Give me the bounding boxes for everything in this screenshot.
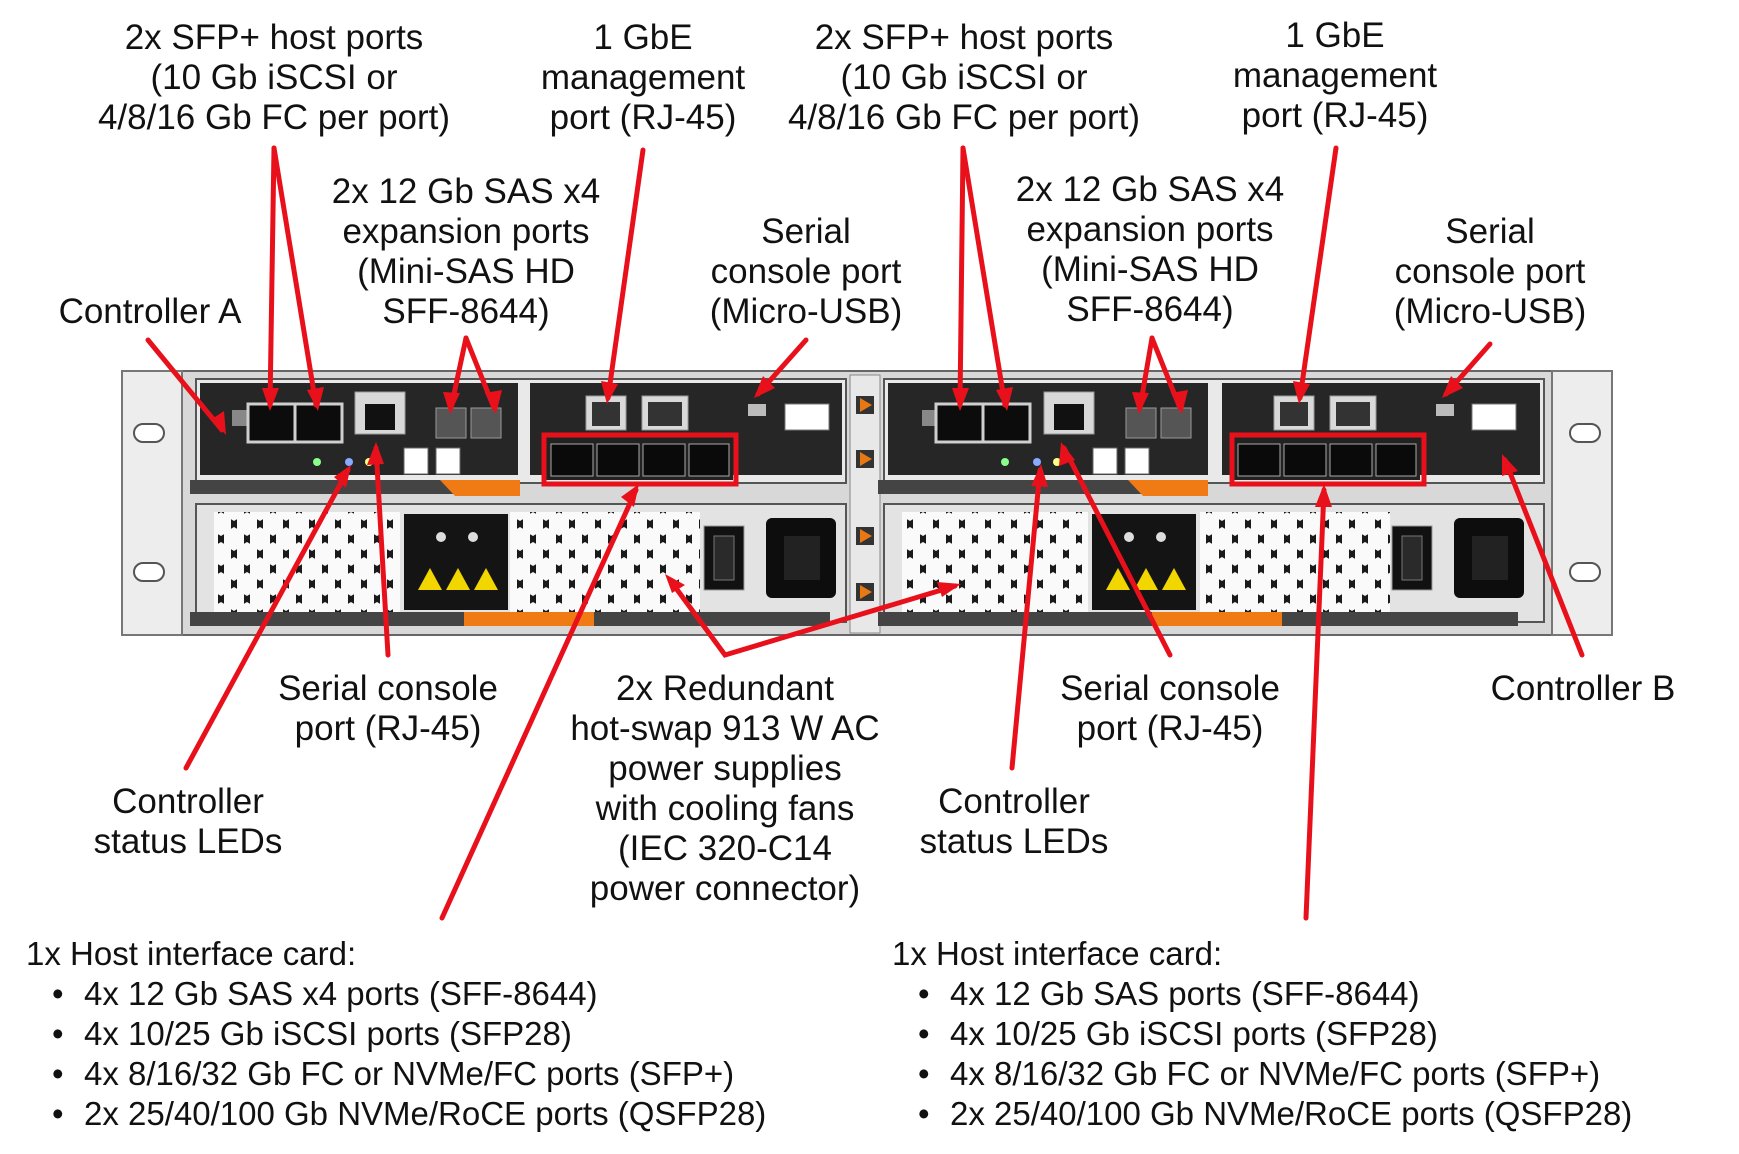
- list-item: 4x 10/25 Gb iSCSI ports (SFP28): [52, 1014, 856, 1054]
- list-item: 4x 12 Gb SAS x4 ports (SFF-8644): [52, 974, 856, 1014]
- label-line: 4/8/16 Gb FC per port): [787, 98, 1141, 137]
- gbe-management-port-left-label: 1 GbE management port (RJ-45): [528, 18, 758, 138]
- list-item: 4x 12 Gb SAS ports (SFF-8644): [918, 974, 1732, 1014]
- label-line: 4/8/16 Gb FC per port): [97, 98, 451, 137]
- list-item: 2x 25/40/100 Gb NVMe/RoCE ports (QSFP28): [918, 1094, 1732, 1134]
- callout-lines: [145, 145, 1585, 921]
- label-line: SFF-8644): [382, 292, 550, 331]
- label-line: (Mini-SAS HD: [357, 252, 575, 291]
- label-line: Controller B: [1490, 669, 1676, 708]
- label-line: Serial console: [1060, 669, 1280, 708]
- list-item: 4x 10/25 Gb iSCSI ports (SFP28): [918, 1014, 1732, 1054]
- controller-b-module: [878, 378, 1545, 496]
- serial-console-rj45-right-label: Serial console port (RJ-45): [1050, 669, 1290, 749]
- label-line: 2x SFP+ host ports: [124, 18, 424, 57]
- list-item: 2x 25/40/100 Gb NVMe/RoCE ports (QSFP28): [52, 1094, 856, 1134]
- list-item: 4x 8/16/32 Gb FC or NVMe/FC ports (SFP+): [918, 1054, 1732, 1094]
- host-card-title: 1x Host interface card:: [26, 935, 357, 972]
- label-line: 2x 12 Gb SAS x4: [1015, 170, 1285, 209]
- label-line: port (RJ-45): [549, 98, 737, 137]
- controller-a-module: [190, 378, 847, 496]
- host-card-options: 4x 12 Gb SAS x4 ports (SFF-8644) 4x 10/2…: [26, 974, 856, 1134]
- serial-console-rj45-left-label: Serial console port (RJ-45): [268, 669, 508, 749]
- label-line: 2x 12 Gb SAS x4: [331, 172, 601, 211]
- label-line: (10 Gb iSCSI or: [150, 58, 398, 97]
- label-line: status LEDs: [93, 822, 283, 861]
- sas-expansion-ports-right-label: 2x 12 Gb SAS x4 expansion ports (Mini-SA…: [1000, 170, 1300, 330]
- list-item: 4x 8/16/32 Gb FC or NVMe/FC ports (SFP+): [52, 1054, 856, 1094]
- label-line: SFF-8644): [1066, 290, 1234, 329]
- controller-a-label: Controller A: [50, 292, 250, 332]
- label-line: power connector): [589, 869, 861, 908]
- label-line: Controller A: [58, 292, 242, 331]
- host-interface-card-left: 1x Host interface card: 4x 12 Gb SAS x4 …: [26, 934, 856, 1134]
- label-line: (Micro-USB): [709, 292, 903, 331]
- host-interface-card-right: 1x Host interface card: 4x 12 Gb SAS por…: [892, 934, 1732, 1134]
- controller-status-leds-left-label: Controller status LEDs: [78, 782, 298, 862]
- label-line: console port: [1394, 252, 1586, 291]
- power-supplies-label: 2x Redundant hot-swap 913 W AC power sup…: [560, 669, 890, 909]
- callout-arrowheads: [212, 376, 1518, 597]
- label-line: Serial: [761, 212, 851, 251]
- label-line: (Mini-SAS HD: [1041, 250, 1259, 289]
- label-line: Controller: [938, 782, 1090, 821]
- label-line: Serial console: [278, 669, 498, 708]
- label-line: (IEC 320-C14: [618, 829, 832, 868]
- micro-usb-console-right-label: Serial console port (Micro-USB): [1370, 212, 1610, 332]
- label-line: Serial: [1445, 212, 1535, 251]
- label-line: hot-swap 913 W AC: [570, 709, 880, 748]
- label-line: port (RJ-45): [1076, 709, 1264, 748]
- label-line: status LEDs: [919, 822, 1109, 861]
- host-card-title: 1x Host interface card:: [892, 935, 1223, 972]
- label-line: power supplies: [608, 749, 842, 788]
- controller-b-label: Controller B: [1478, 669, 1688, 709]
- label-line: 2x SFP+ host ports: [814, 18, 1114, 57]
- label-line: (Micro-USB): [1393, 292, 1587, 331]
- label-line: port (RJ-45): [294, 709, 482, 748]
- label-line: Controller: [112, 782, 264, 821]
- power-supply-b: [878, 503, 1545, 626]
- label-line: expansion ports: [342, 212, 590, 251]
- label-line: port (RJ-45): [1241, 96, 1429, 135]
- controller-status-leds-right-label: Controller status LEDs: [904, 782, 1124, 862]
- sfp-host-ports-right-label: 2x SFP+ host ports (10 Gb iSCSI or 4/8/1…: [774, 18, 1154, 138]
- label-line: 1 GbE: [593, 18, 693, 57]
- label-line: 2x Redundant: [616, 669, 834, 708]
- sas-expansion-ports-left-label: 2x 12 Gb SAS x4 expansion ports (Mini-SA…: [316, 172, 616, 332]
- label-line: with cooling fans: [595, 789, 855, 828]
- host-card-options: 4x 12 Gb SAS ports (SFF-8644) 4x 10/25 G…: [892, 974, 1732, 1134]
- label-line: console port: [710, 252, 902, 291]
- label-line: management: [540, 58, 746, 97]
- gbe-management-port-right-label: 1 GbE management port (RJ-45): [1220, 16, 1450, 136]
- micro-usb-console-left-label: Serial console port (Micro-USB): [686, 212, 926, 332]
- label-line: 1 GbE: [1285, 16, 1385, 55]
- sfp-host-ports-left-label: 2x SFP+ host ports (10 Gb iSCSI or 4/8/1…: [84, 18, 464, 138]
- power-supply-a: [190, 503, 847, 626]
- label-line: management: [1232, 56, 1438, 95]
- label-line: (10 Gb iSCSI or: [840, 58, 1088, 97]
- label-line: expansion ports: [1026, 210, 1274, 249]
